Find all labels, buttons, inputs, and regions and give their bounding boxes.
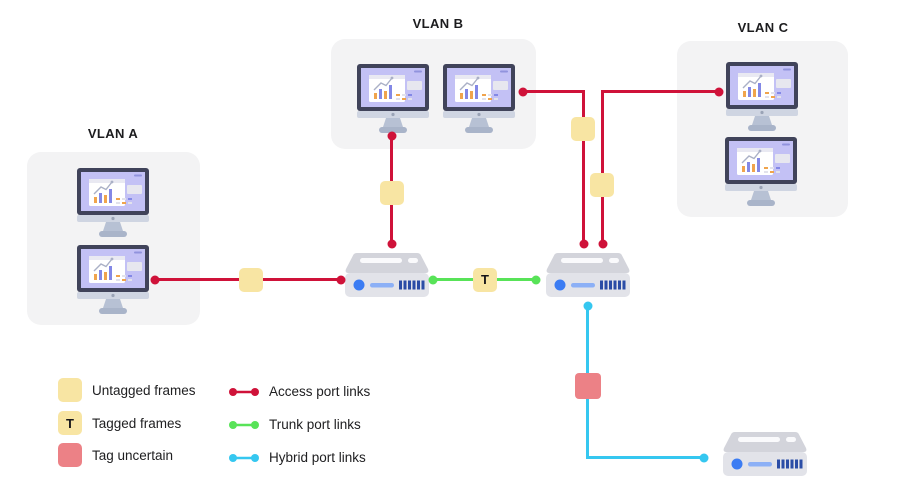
- link-endpoint-dot: [598, 239, 607, 249]
- switch-icon: [723, 430, 807, 478]
- untagged-frame-marker: [239, 267, 263, 292]
- link-endpoint-dot: [531, 275, 541, 284]
- access-link-line: [602, 90, 719, 93]
- untagged-frame-marker: [380, 181, 404, 205]
- legend-label: Tag uncertain: [92, 447, 174, 463]
- computer-icon: [441, 64, 517, 134]
- legend-item-access-port-links: Access port links: [229, 384, 370, 399]
- switch-icon: [546, 251, 630, 299]
- link-endpoint-dot: [428, 275, 438, 284]
- tag-uncertain-marker: [575, 373, 601, 399]
- trunk-link-swatch-icon: [229, 420, 259, 429]
- access-link-swatch-icon: [229, 387, 259, 396]
- legend-label: Trunk port links: [269, 417, 361, 432]
- hybrid-link-line: [586, 456, 704, 459]
- link-endpoint-dot: [518, 87, 528, 96]
- computer-icon: [355, 64, 431, 134]
- link-endpoint-dot: [699, 453, 709, 462]
- tag-uncertain-swatch: [58, 443, 82, 467]
- switch-icon: [345, 251, 429, 299]
- vlan-a-title: VLAN A: [87, 126, 139, 141]
- computer-icon: [724, 62, 800, 132]
- link-endpoint-dot: [583, 301, 592, 311]
- link-endpoint-dot: [579, 239, 588, 249]
- link-endpoint-dot: [714, 87, 724, 96]
- access-link-line: [523, 90, 585, 93]
- vlan-c-title: VLAN C: [737, 20, 789, 35]
- untagged-frame-marker: [571, 117, 595, 141]
- legend-item-trunk-port-links: Trunk port links: [229, 417, 361, 432]
- link-endpoint-dot: [387, 239, 396, 249]
- access-link-line: [601, 90, 604, 244]
- untagged-frame-swatch: [58, 378, 82, 402]
- link-endpoint-dot: [387, 131, 396, 141]
- link-endpoint-dot: [150, 275, 160, 284]
- legend-label: Untagged frames: [92, 382, 196, 398]
- legend-item-tagged-frames: T Tagged frames: [58, 411, 181, 435]
- tagged-frame-marker: T: [473, 267, 497, 292]
- legend-label: Access port links: [269, 384, 371, 399]
- computer-icon: [75, 245, 151, 315]
- link-endpoint-dot: [336, 275, 346, 284]
- legend-item-hybrid-port-links: Hybrid port links: [229, 450, 366, 465]
- computer-icon: [723, 137, 799, 207]
- computer-icon: [75, 168, 151, 238]
- access-link-line: [582, 90, 585, 244]
- vlan-b-title: VLAN B: [412, 16, 464, 31]
- tagged-frame-swatch: T: [58, 411, 82, 435]
- legend-item-tag-uncertain: Tag uncertain: [58, 443, 173, 467]
- untagged-frame-marker: [590, 173, 614, 197]
- hybrid-link-swatch-icon: [229, 453, 259, 462]
- legend-item-untagged-frames: Untagged frames: [58, 378, 196, 402]
- legend-label: Hybrid port links: [269, 450, 366, 465]
- legend-label: Tagged frames: [92, 415, 182, 431]
